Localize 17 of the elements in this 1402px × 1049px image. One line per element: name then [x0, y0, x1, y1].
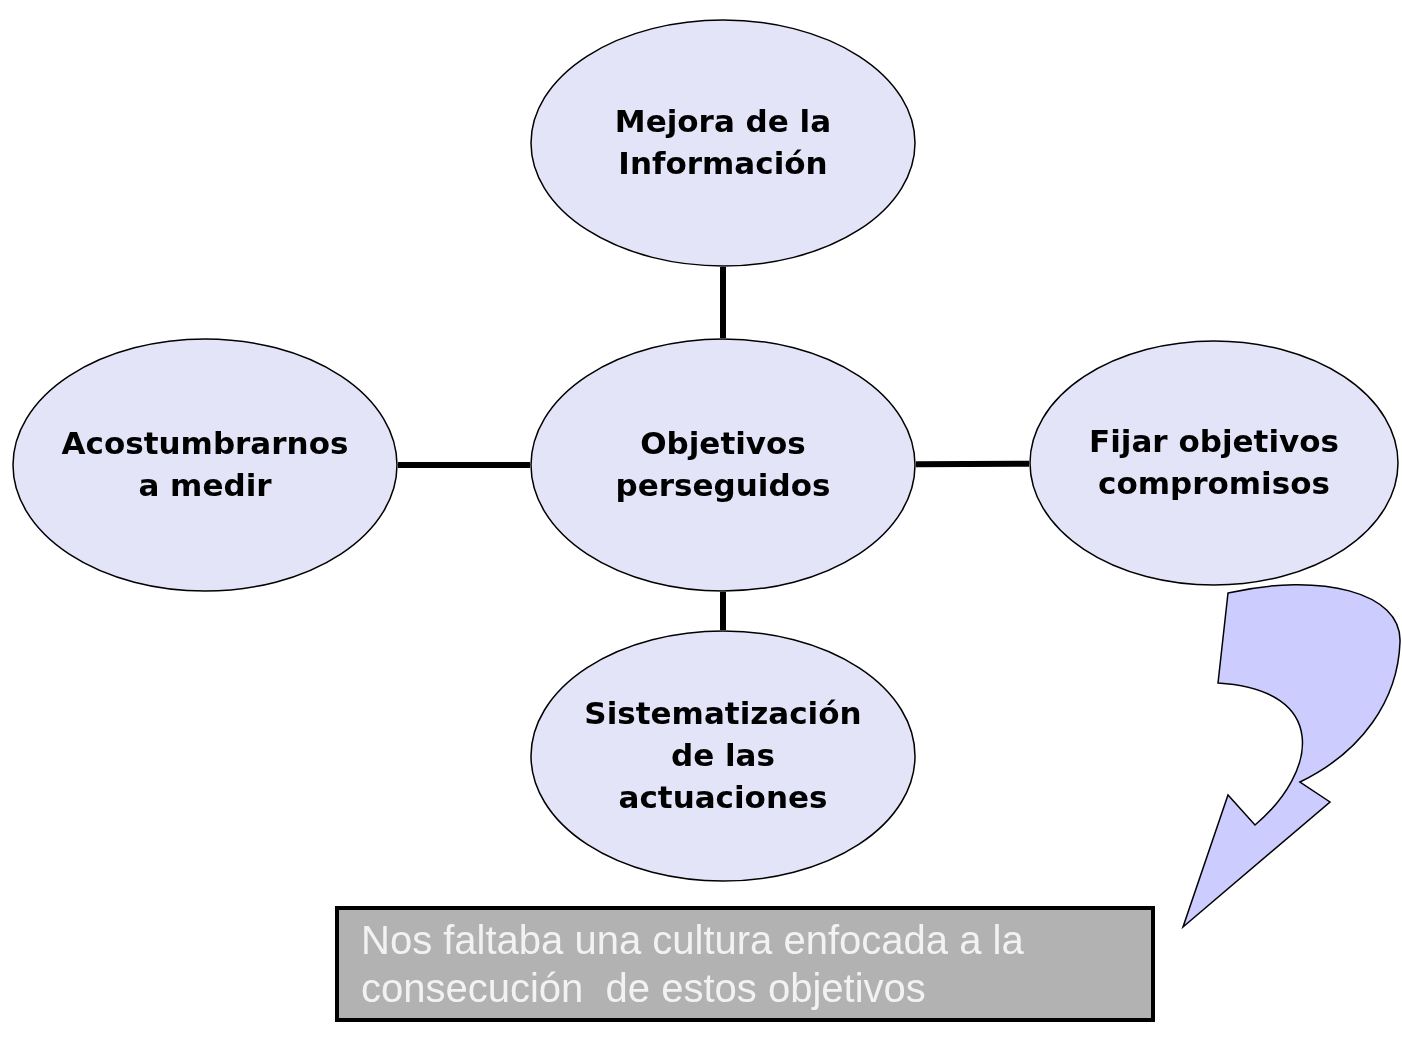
note-box: [335, 906, 1155, 1022]
topic-ellipse: [1029, 340, 1399, 586]
topic-label: Objetivos perseguidos: [614, 424, 832, 505]
curved-block-arrow: [1182, 584, 1401, 928]
topic-ellipse: [530, 19, 916, 267]
topic-ellipse: [12, 338, 398, 592]
topic-ellipse: [530, 338, 916, 592]
topic-ellipse: [530, 630, 916, 882]
note-text: Nos faltaba una cultura enfocada a la consecución de estos objetivos: [361, 917, 1025, 1012]
topic-label: Mejora de la Información: [613, 102, 833, 183]
topic-label: Sistematización de las actuaciones: [583, 694, 863, 817]
topic-label: Fijar objetivos compromisos: [1088, 422, 1340, 503]
connector-line: [916, 460, 1030, 468]
connector-line: [720, 267, 726, 338]
connector-line: [720, 592, 726, 630]
connector-line: [398, 462, 530, 468]
topic-label: Acostumbrarnos a medir: [60, 424, 350, 505]
